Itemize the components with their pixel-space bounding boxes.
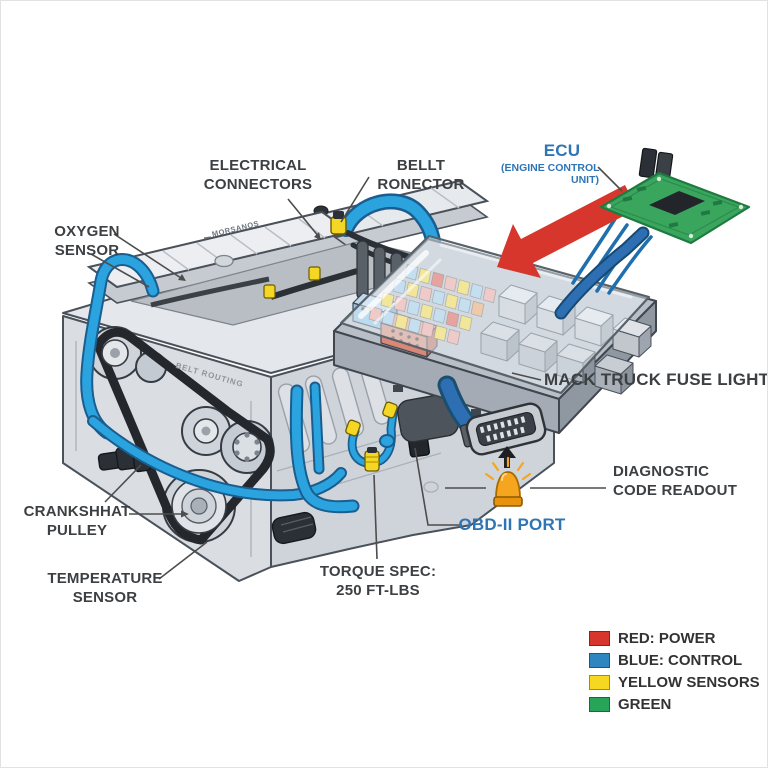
label-obd-ii-port: OBD-II PORT [458, 515, 566, 534]
label-crankshaft-pulley: CRANKSHHAT PULLEY [23, 503, 131, 539]
legend-row-yellow: YELLOW SENSORS [589, 674, 760, 691]
legend-label: YELLOW SENSORS [618, 674, 760, 691]
label-torque-spec: TORQUE SPEC: 250 FT-LBS [319, 563, 437, 599]
obd-connector [459, 402, 547, 456]
legend-label: RED: POWER [618, 630, 716, 647]
legend-swatch-red [589, 631, 610, 646]
label-temperature-sensor: TEMPERATURE SENSOR [47, 570, 163, 606]
legend-swatch-green [589, 697, 610, 712]
label-belt-connector: BELLT RONECTOR [377, 157, 465, 193]
label-oxygen-sensor: OXYGEN SENSOR [54, 223, 120, 259]
ecu-board [599, 147, 751, 245]
legend: RED: POWER BLUE: CONTROL YELLOW SENSORS … [589, 630, 760, 718]
label-ecu-title: ECU [543, 141, 581, 160]
yellow-fittings [345, 401, 398, 472]
label-ecu-subtitle: (ENGINE CONTROL UNIT) [501, 162, 600, 186]
legend-swatch-blue [589, 653, 610, 668]
legend-label: GREEN [618, 696, 672, 713]
label-diagnostic-code-readout: DIAGNOSTIC CODE READOUT [613, 463, 738, 499]
coolant-hoses [80, 253, 398, 514]
indicator-lamp-icon [484, 456, 532, 507]
legend-label: BLUE: CONTROL [618, 652, 743, 669]
legend-row-red: RED: POWER [589, 630, 760, 647]
legend-row-green: GREEN [589, 696, 760, 713]
legend-row-blue: BLUE: CONTROL [589, 652, 760, 669]
label-electrical-connectors: ELECTRICAL CONNECTORS [203, 157, 313, 193]
legend-swatch-yellow [589, 675, 610, 690]
label-mack-truck-fuse-light: MACK TRUCK FUSE LIGHT [544, 370, 768, 389]
leader-lines [90, 166, 623, 580]
ecu-wires [554, 217, 653, 320]
